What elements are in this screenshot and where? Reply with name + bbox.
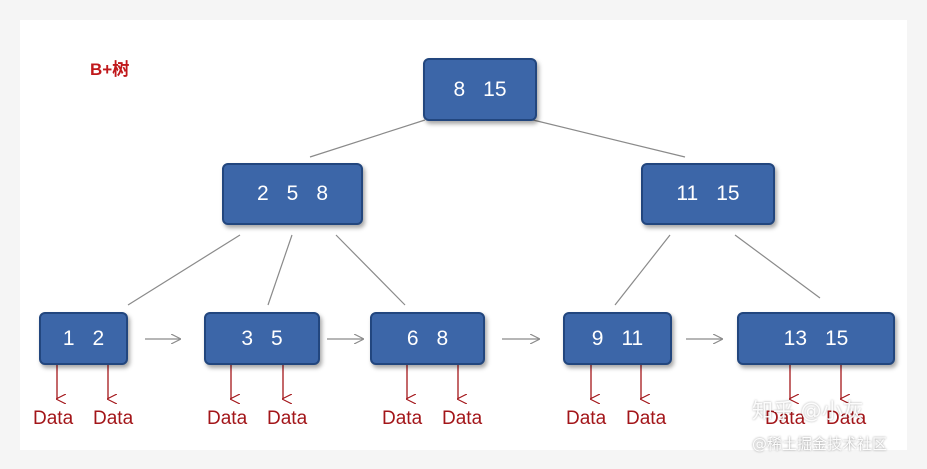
leaf1-key-2: 2 (92, 326, 105, 350)
internal-left-key-1: 2 (256, 182, 269, 205)
internal-left-key-3: 8 (316, 182, 329, 205)
edge-l2a-leaf2 (267, 234, 293, 306)
leaf1-key-1: 1 (62, 326, 75, 350)
edge-l2a-leaf1 (127, 234, 241, 306)
leaf2-key-2: 5 (271, 326, 283, 350)
data-label: Data (442, 408, 483, 429)
data-label: Data (826, 408, 867, 429)
leaf-node-5: 13 15 (737, 312, 895, 365)
leaf2-key-1: 3 (241, 326, 253, 350)
root-key-2: 15 (483, 77, 507, 101)
root-node: 8 15 (423, 58, 537, 121)
data-label: Data (382, 408, 423, 429)
internal-right-key-1: 11 (676, 182, 699, 205)
watermark-juejin: @稀土掘金技术社区 (752, 435, 888, 453)
leaf4-key-1: 9 (591, 326, 604, 350)
watermark-zhihu: 知乎 @小灰 (752, 399, 864, 423)
data-label: Data (33, 408, 74, 429)
edge-l2b-leaf5 (734, 234, 821, 299)
leaf-node-1: 1 2 (39, 312, 128, 365)
leaf5-key-1: 13 (783, 326, 807, 350)
root-key-1: 8 (453, 77, 466, 101)
internal-left-key-2: 5 (286, 182, 299, 205)
leaf3-key-1: 6 (406, 326, 419, 350)
data-arrows (57, 362, 841, 399)
data-label: Data (207, 408, 248, 429)
data-label: Data (626, 408, 667, 429)
data-label: Data (765, 408, 806, 429)
edge-root-right (532, 119, 686, 158)
internal-right-key-2: 15 (716, 182, 740, 205)
internal-node-right: 11 15 (641, 163, 775, 225)
leaf-node-3: 6 8 (370, 312, 485, 365)
leaf5-key-2: 15 (825, 326, 849, 350)
data-label: Data (267, 408, 308, 429)
edge-l2a-leaf3 (335, 234, 406, 306)
leaf-node-4: 9 11 (563, 312, 672, 365)
leaf3-key-2: 8 (436, 326, 449, 350)
edge-root-left (309, 119, 426, 158)
data-label: Data (566, 408, 607, 429)
leaf-node-2: 3 5 (204, 312, 320, 365)
edge-l2b-leaf4 (614, 234, 671, 306)
data-label: Data (93, 408, 134, 429)
internal-node-left: 2 5 8 (222, 163, 363, 225)
diagram-title: B+树 (90, 60, 130, 79)
leaf4-key-2: 11 (621, 326, 644, 350)
